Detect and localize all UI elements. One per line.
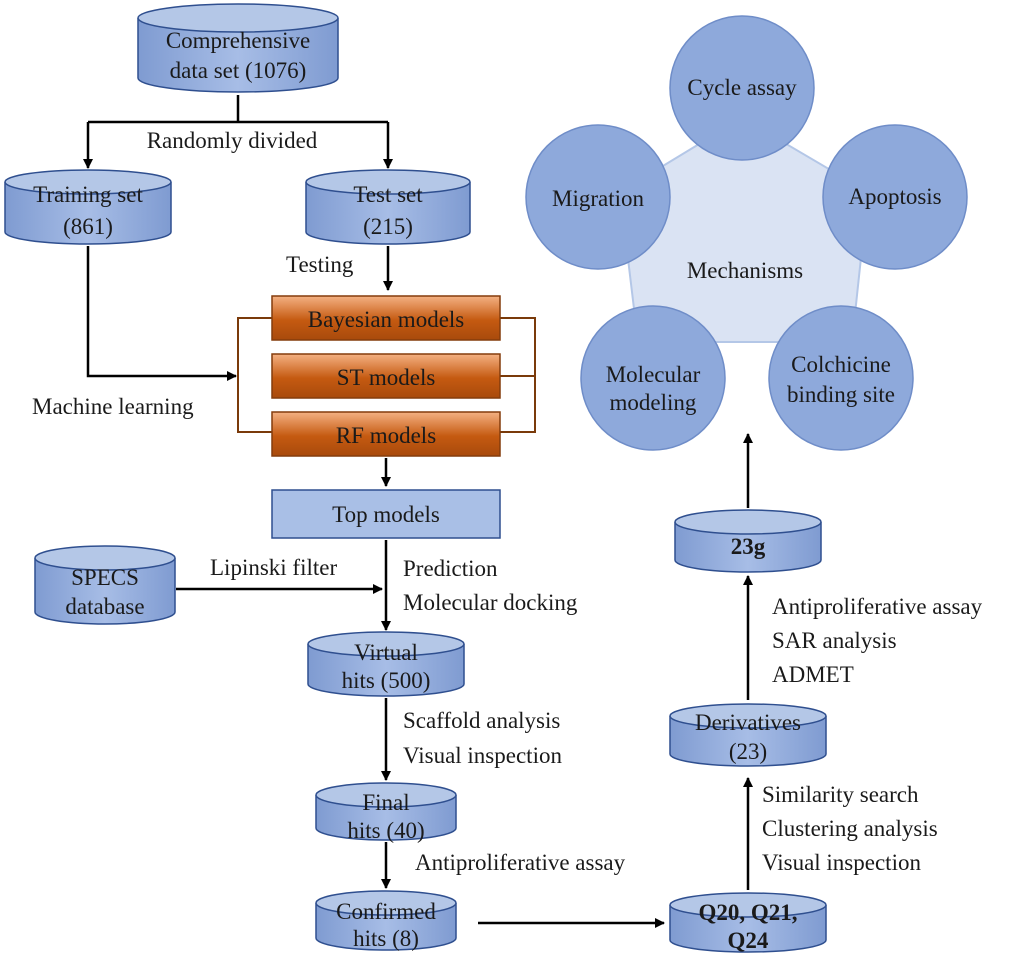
top-models-label: Top models bbox=[332, 502, 440, 527]
sar-label: SAR analysis bbox=[772, 628, 897, 653]
molecular-label-1: Molecular bbox=[606, 362, 701, 387]
comprehensive-label-1: Comprehensive bbox=[166, 28, 310, 53]
rf-models-box: RF models bbox=[271, 411, 501, 457]
comprehensive-data-set-node: Comprehensive data set (1076) bbox=[137, 3, 339, 93]
confirmed-hits-node: Confirmed hits (8) bbox=[315, 890, 457, 951]
testing-label: Testing bbox=[286, 252, 354, 277]
mechanism-migration: Migration bbox=[525, 124, 671, 270]
compound-23g-label: 23g bbox=[731, 534, 766, 559]
specs-database-node: SPECS database bbox=[34, 545, 176, 625]
docking-label: Molecular docking bbox=[403, 590, 578, 615]
apoptosis-label: Apoptosis bbox=[848, 184, 941, 209]
specs-label-2: database bbox=[65, 594, 144, 619]
q-hits-label-1: Q20, Q21, bbox=[698, 900, 797, 925]
training-label-1: Training set bbox=[33, 182, 143, 207]
molecular-label-2: modeling bbox=[610, 390, 697, 415]
training-set-node: Training set (861) bbox=[4, 169, 172, 245]
mechanism-molecular-modeling: Molecular modeling bbox=[580, 305, 726, 451]
q-hits-node: Q20, Q21, Q24 bbox=[669, 892, 827, 953]
st-label: ST models bbox=[337, 365, 436, 390]
q-hits-label-2: Q24 bbox=[728, 928, 769, 953]
bayesian-models-box: Bayesian models bbox=[271, 295, 501, 341]
test-set-node: Test set (215) bbox=[305, 169, 471, 245]
confirmed-hits-label-2: hits (8) bbox=[353, 926, 419, 951]
specs-label-1: SPECS bbox=[71, 565, 139, 590]
antiproliferative-2-label: Antiproliferative assay bbox=[772, 594, 983, 619]
final-hits-label-2: hits (40) bbox=[347, 818, 424, 843]
test-label-1: Test set bbox=[353, 182, 423, 207]
test-label-2: (215) bbox=[363, 214, 413, 239]
comprehensive-label-2: data set (1076) bbox=[170, 58, 307, 83]
st-models-box: ST models bbox=[271, 353, 501, 399]
migration-label: Migration bbox=[552, 186, 644, 211]
compound-23g-node: 23g bbox=[674, 509, 822, 573]
models-left-bracket bbox=[237, 317, 272, 433]
virtual-hits-node: Virtual hits (500) bbox=[307, 631, 465, 697]
mechanism-cycle-assay: Cycle assay bbox=[669, 15, 815, 161]
arrow-machine-learning bbox=[86, 246, 237, 381]
confirmed-hits-label-1: Confirmed bbox=[336, 899, 436, 924]
randomly-divided-label: Randomly divided bbox=[147, 128, 318, 153]
clustering-label: Clustering analysis bbox=[762, 816, 938, 841]
colchicine-label-1: Colchicine bbox=[791, 352, 891, 377]
machine-learning-label: Machine learning bbox=[32, 394, 194, 419]
virtual-hits-label-2: hits (500) bbox=[342, 668, 431, 693]
mechanisms-pentagon: Mechanisms bbox=[618, 116, 870, 343]
mechanism-colchicine-binding: Colchicine binding site bbox=[768, 305, 914, 451]
scaffold-label: Scaffold analysis bbox=[403, 708, 560, 733]
training-label-2: (861) bbox=[63, 214, 113, 239]
colchicine-label-2: binding site bbox=[787, 382, 895, 407]
bayesian-label: Bayesian models bbox=[308, 307, 465, 332]
antiproliferative-1-label: Antiproliferative assay bbox=[415, 850, 626, 875]
admet-label: ADMET bbox=[772, 662, 854, 687]
lipinski-label: Lipinski filter bbox=[210, 555, 337, 580]
cycle-assay-label: Cycle assay bbox=[687, 75, 797, 100]
derivatives-label-1: Derivatives bbox=[695, 710, 801, 735]
final-hits-label-1: Final bbox=[362, 790, 409, 815]
mechanism-apoptosis: Apoptosis bbox=[822, 124, 968, 270]
similarity-label: Similarity search bbox=[762, 782, 919, 807]
derivatives-node: Derivatives (23) bbox=[669, 703, 827, 767]
mechanisms-center-label: Mechanisms bbox=[687, 258, 803, 283]
virtual-hits-label-1: Virtual bbox=[354, 640, 418, 665]
derivatives-label-2: (23) bbox=[729, 739, 767, 764]
prediction-label: Prediction bbox=[403, 556, 498, 581]
visual-inspection-2-label: Visual inspection bbox=[762, 850, 921, 875]
final-hits-node: Final hits (40) bbox=[315, 782, 457, 843]
visual-inspection-1-label: Visual inspection bbox=[403, 743, 562, 768]
top-models-box: Top models bbox=[271, 489, 501, 539]
rf-label: RF models bbox=[336, 423, 436, 448]
